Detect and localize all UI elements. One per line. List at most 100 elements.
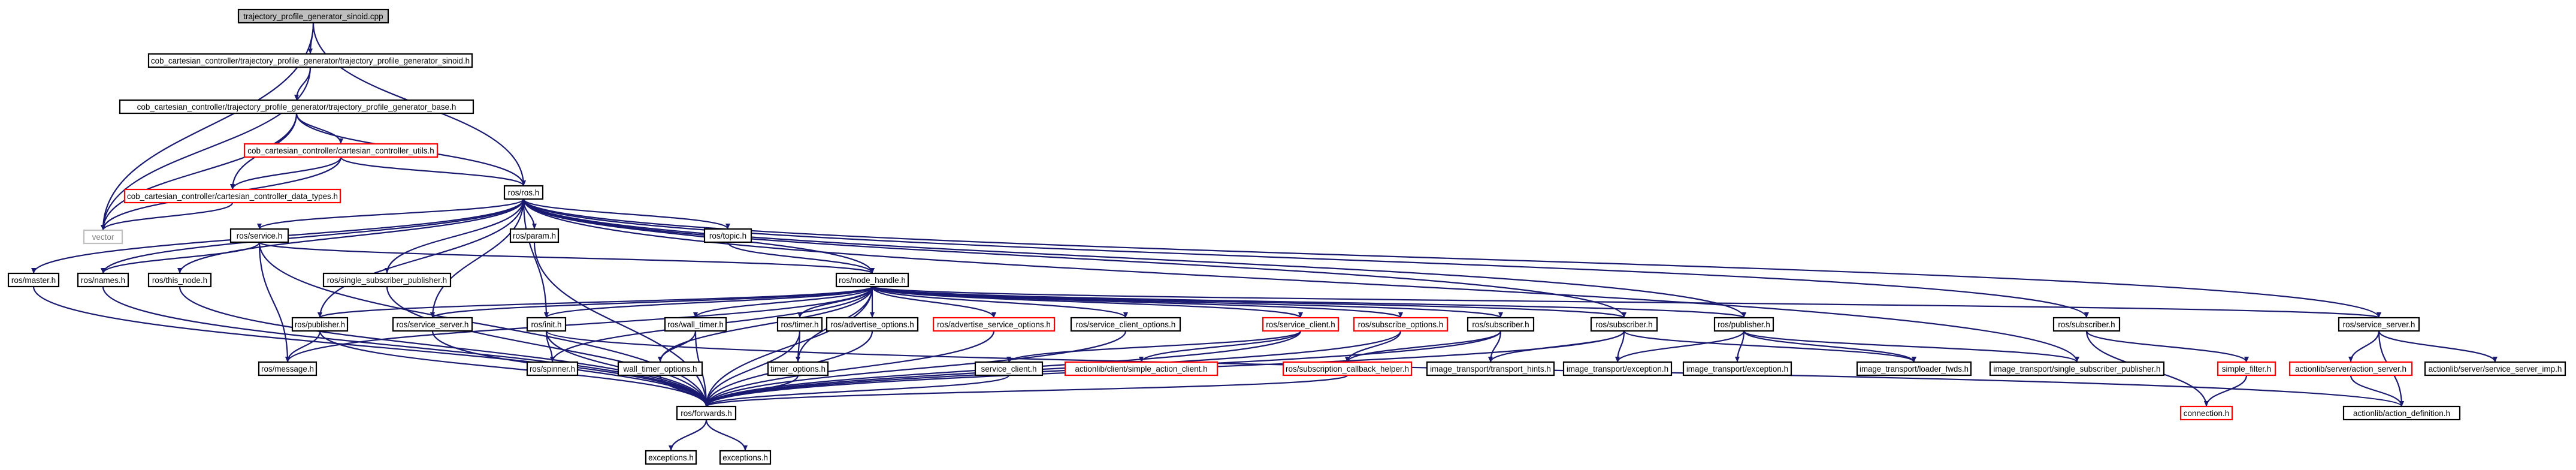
node-node-handle-h[interactable]: ros/node_handle.h (835, 272, 909, 288)
node-message-h[interactable]: ros/message.h (258, 361, 318, 376)
edge-arrow (727, 242, 875, 274)
node-publisher-h2[interactable]: ros/publisher.h (1713, 317, 1774, 332)
edge-service-server-h2-to-action-server-h (2348, 330, 2380, 363)
node-it-exception-a[interactable]: image_transport/exception.h (1562, 361, 1673, 376)
node-sub-cb-helper-h[interactable]: ros/subscription_callback_helper.h (1282, 361, 1413, 376)
node-timer-h[interactable]: ros/timer.h (776, 317, 823, 332)
node-box (2179, 405, 2233, 421)
node-simple-filter-h[interactable]: simple_filter.h (2217, 361, 2276, 376)
edge-timer-h-to-forwards-h (704, 330, 801, 407)
node-action-server-h[interactable]: actionlib/server/action_server.h (2288, 361, 2413, 376)
node-ros-h[interactable]: ros/ros.h (503, 185, 544, 200)
edge-arrow (522, 198, 875, 274)
node-label: connection.h (2184, 409, 2230, 418)
node-box (2342, 405, 2461, 421)
node-root[interactable]: trajectory_profile_generator_sinoid.cpp (237, 8, 389, 24)
node-box (932, 317, 1056, 332)
edge-arrow (101, 242, 261, 274)
node-label: service_client.h (981, 364, 1036, 373)
node-it-single-sub-pub-h[interactable]: image_transport/single_subscriber_publis… (1989, 361, 2165, 376)
node-base-h[interactable]: cob_cartesian_controller/trajectory_prof… (119, 99, 474, 115)
node-it-exception-b[interactable]: image_transport/exception.h (1682, 361, 1792, 376)
edge-param-h-to-forwards-h (533, 242, 709, 407)
node-subscriber-h3[interactable]: ros/subscriber.h (2052, 317, 2121, 332)
node-param-h[interactable]: ros/param.h (509, 228, 560, 243)
node-connection-h[interactable]: connection.h (2179, 405, 2233, 421)
edge-node-handle-h-to-service-client-options-h (871, 286, 1128, 318)
node-box (1262, 317, 1340, 332)
node-utils-h[interactable]: cob_cartesian_controller/cartesian_contr… (243, 143, 439, 158)
node-names-h[interactable]: ros/names.h (77, 272, 129, 288)
node-advertise-options-h[interactable]: ros/advertise_options.h (826, 317, 919, 332)
node-publisher-h[interactable]: ros/publisher.h (291, 317, 349, 332)
node-master-h[interactable]: ros/master.h (7, 272, 60, 288)
node-action-definition-h[interactable]: actionlib/action_definition.h (2342, 405, 2461, 421)
edge-this-node-h-to-forwards-h (179, 286, 709, 407)
node-label: ros/single_subscriber_publisher.h (327, 276, 447, 285)
edge-arrow (295, 113, 343, 144)
edge-names-h-to-forwards-h (102, 286, 709, 407)
edge-ros-h-to-names-h (101, 198, 525, 274)
node-label: image_transport/loader_fwds.h (1860, 364, 1969, 373)
node-service-client-h[interactable]: ros/service_client.h (1262, 317, 1340, 332)
node-box (664, 317, 727, 332)
edge-publisher-h2-to-it-exception-b (1735, 330, 1745, 363)
node-vector: vector (83, 229, 123, 245)
node-advertise-service-options-h[interactable]: ros/advertise_service_options.h (932, 317, 1056, 332)
node-label: ros/publisher.h (295, 320, 345, 329)
node-label: ros/wall_timer.h (667, 320, 724, 329)
edge-node-handle-h-to-advertise-service-options-h (871, 286, 996, 318)
node-label: trajectory_profile_generator_sinoid.cpp (243, 12, 383, 21)
node-box (1426, 361, 1555, 376)
node-wall-timer-h[interactable]: ros/wall_timer.h (664, 317, 727, 332)
node-sinoid-h[interactable]: cob_cartesian_controller/trajectory_prof… (147, 53, 473, 68)
edge-node-handle-h-to-service-server-h (430, 285, 873, 319)
node-subscribe-options-h[interactable]: ros/subscribe_options.h (1353, 317, 1449, 332)
node-datatypes-h[interactable]: cob_cartesian_controller/cartesian_contr… (123, 188, 341, 204)
node-subscriber-h[interactable]: ros/subscriber.h (1590, 317, 1658, 332)
edge-arrow (32, 286, 709, 407)
node-timer-options-h[interactable]: timer_options.h (767, 361, 829, 376)
node-label: actionlib/server/action_server.h (2295, 364, 2406, 373)
node-service-server-imp-h[interactable]: actionlib/server/service_server_imp.h (2424, 361, 2566, 376)
edge-arrow (704, 330, 1402, 407)
node-wall-timer-options-h[interactable]: wall_timer_options.h (617, 361, 703, 376)
node-box (1070, 317, 1181, 332)
node-single-sub-pub-h[interactable]: ros/single_subscriber_publisher.h (322, 272, 452, 288)
edge-service-client-h2-to-forwards-h (704, 374, 1010, 408)
node-service-h[interactable]: ros/service.h (229, 228, 289, 243)
edge-ros-h-to-subscriber-h3 (522, 198, 2089, 318)
edge-ros-subscriber-h-to-sub-cb-helper-h (1345, 330, 1502, 363)
node-box (291, 317, 349, 332)
node-box (1856, 361, 1972, 376)
node-box (83, 229, 123, 245)
edge-ros-h-to-single-sub-pub-h (385, 198, 525, 274)
node-service-client-options-h[interactable]: ros/service_client_options.h (1070, 317, 1181, 332)
node-exceptions-h[interactable]: exceptions.h (645, 450, 697, 465)
node-service-client-h2[interactable]: service_client.h (974, 361, 1044, 376)
node-label: image_transport/exception.h (1686, 364, 1788, 373)
node-topic-h[interactable]: ros/topic.h (703, 228, 752, 243)
node-ros-subscriber-h[interactable]: ros/subscriber.h (1467, 317, 1535, 332)
node-this-node-h[interactable]: ros/this_node.h (147, 272, 212, 288)
edge-simple-filter-h-to-connection-h (2204, 375, 2248, 407)
node-box (767, 361, 829, 376)
node-service-server-h2[interactable]: ros/service_server.h (2338, 317, 2420, 332)
edge-ros-h-to-publisher-h2 (522, 198, 1746, 318)
node-box (237, 8, 389, 24)
node-label: timer_options.h (770, 364, 826, 373)
node-box (776, 317, 823, 332)
edge-ros-h-to-service-server-h (430, 198, 525, 318)
node-forwards-h[interactable]: ros/forwards.h (676, 405, 737, 421)
node-service-server-h[interactable]: ros/service_server.h (392, 317, 473, 332)
edge-arrow (101, 202, 234, 231)
node-label: wall_timer_options.h (622, 364, 697, 373)
node-transport-hints-h[interactable]: image_transport/transport_hints.h (1426, 361, 1555, 376)
node-exceptions-h2[interactable]: exceptions.h (719, 450, 772, 465)
node-loader-fwds-h[interactable]: image_transport/loader_fwds.h (1856, 361, 1972, 376)
node-init-h[interactable]: ros/init.h (526, 317, 567, 332)
node-box (2052, 317, 2121, 332)
node-spinner-h[interactable]: ros/spinner.h (526, 361, 579, 376)
node-label: ros/topic.h (709, 231, 746, 240)
node-simple-action-client-h[interactable]: actionlib/client/simple_action_client.h (1064, 361, 1219, 376)
